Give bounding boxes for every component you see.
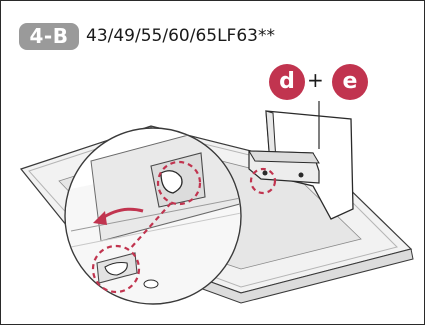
step-badge: 4-B	[19, 23, 79, 50]
callout-d: d	[269, 64, 305, 100]
model-list: 43/49/55/60/65LF63**	[86, 24, 275, 48]
callout-plus: +	[307, 67, 324, 93]
callout-e: e	[332, 64, 368, 100]
